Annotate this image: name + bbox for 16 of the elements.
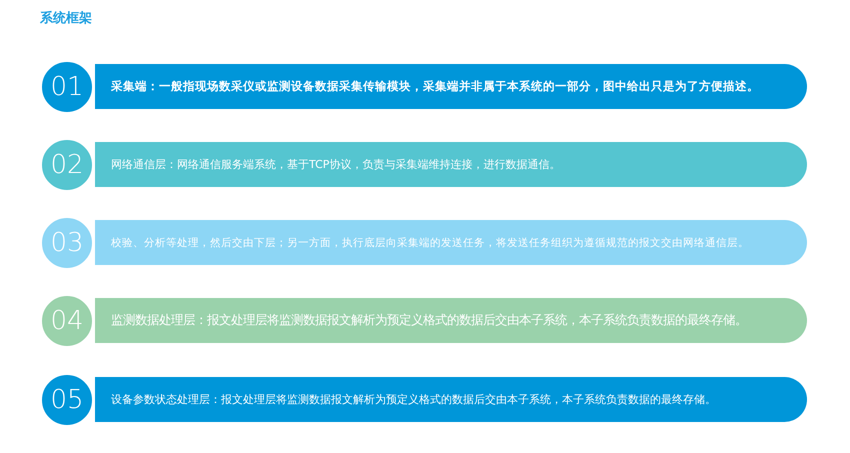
- layer-band: [95, 377, 807, 422]
- step-number: 05: [50, 387, 84, 413]
- layer-description: 采集端：一般指现场数采仪或监测设备数据采集传输模块，采集端并非属于本系统的一部分，图中给出只是为了方便描述。: [111, 79, 759, 94]
- layer-band: [95, 298, 807, 343]
- layer-band: [95, 220, 807, 265]
- step-number: 03: [50, 230, 84, 256]
- step-number: 01: [50, 74, 84, 100]
- layer-description: 设备参数状态处理层：报文处理层将监测数据报文解析为预定义格式的数据后交由本子系统，本子系统负责数据的最终存储。: [111, 392, 716, 407]
- layer-band: [95, 142, 807, 187]
- title: 系统框架: [40, 10, 92, 27]
- layer-description: 校验、分析等处理，然后交由下层；另一方面，执行底层向采集端的发送任务，将发送任务组织为遵循规范的报文交由网络通信层。: [111, 236, 749, 250]
- layer-description: 网络通信层：网络通信服务端系统，基于TCP协议，负责与采集端维持连接，进行数据通信。: [111, 157, 560, 172]
- step-number: 02: [50, 152, 84, 178]
- layer-description: 监测数据处理层：报文处理层将监测数据报文解析为预定义格式的数据后交由本子系统，本子系统负责数据的最终存储。: [111, 312, 747, 329]
- layer-band: [95, 64, 807, 109]
- step-number: 04: [50, 308, 84, 334]
